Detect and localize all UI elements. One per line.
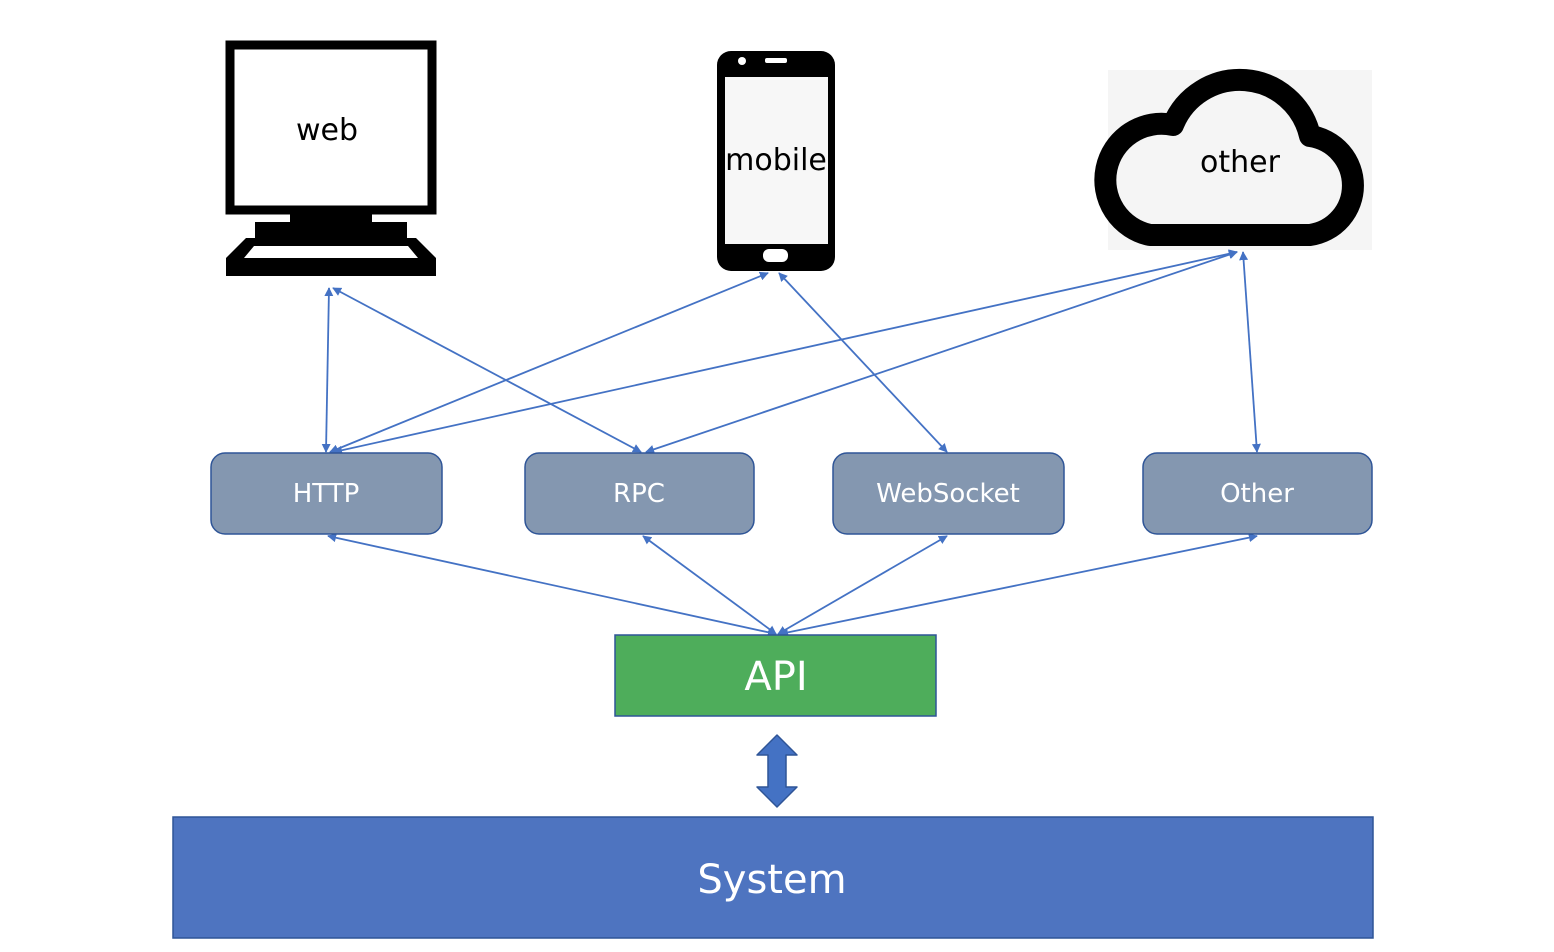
other-client-label: other [1200, 145, 1281, 180]
connector-other-http [333, 249, 1238, 455]
connector-other-otherprotocol [1239, 251, 1261, 453]
protocol-api-connectors [327, 533, 1258, 637]
protocol-other-box: Other [1142, 452, 1373, 535]
protocol-http-label: HTTP [293, 479, 360, 509]
connector-mobile-websocket [778, 272, 948, 453]
protocol-websocket-box: WebSocket [832, 452, 1065, 535]
protocol-rpc-label: RPC [613, 479, 665, 509]
desktop-computer-icon: web [225, 40, 437, 276]
mobile-phone-icon: mobile [717, 51, 835, 271]
protocol-websocket-label: WebSocket [876, 479, 1020, 509]
protocol-http-box: HTTP [210, 452, 443, 535]
system-box: System [172, 816, 1374, 939]
connector-other-api [779, 533, 1258, 637]
api-box: API [614, 634, 937, 717]
mobile-client-label: mobile [725, 143, 827, 178]
connector-rpc-api [642, 535, 777, 635]
connector-mobile-http [329, 271, 769, 454]
connector-websocket-api [777, 535, 948, 635]
connector-web-http [321, 287, 334, 453]
api-system-double-arrow-icon [756, 734, 798, 808]
connector-other-rpc [645, 250, 1238, 454]
system-label: System [697, 857, 846, 903]
protocol-rpc-box: RPC [524, 452, 755, 535]
connector-web-rpc [332, 287, 642, 453]
web-client-label: web [296, 113, 358, 148]
protocol-other-label: Other [1220, 479, 1294, 509]
client-protocol-connectors [321, 249, 1261, 455]
cloud-icon: other [1094, 68, 1372, 250]
api-label: API [744, 654, 807, 700]
